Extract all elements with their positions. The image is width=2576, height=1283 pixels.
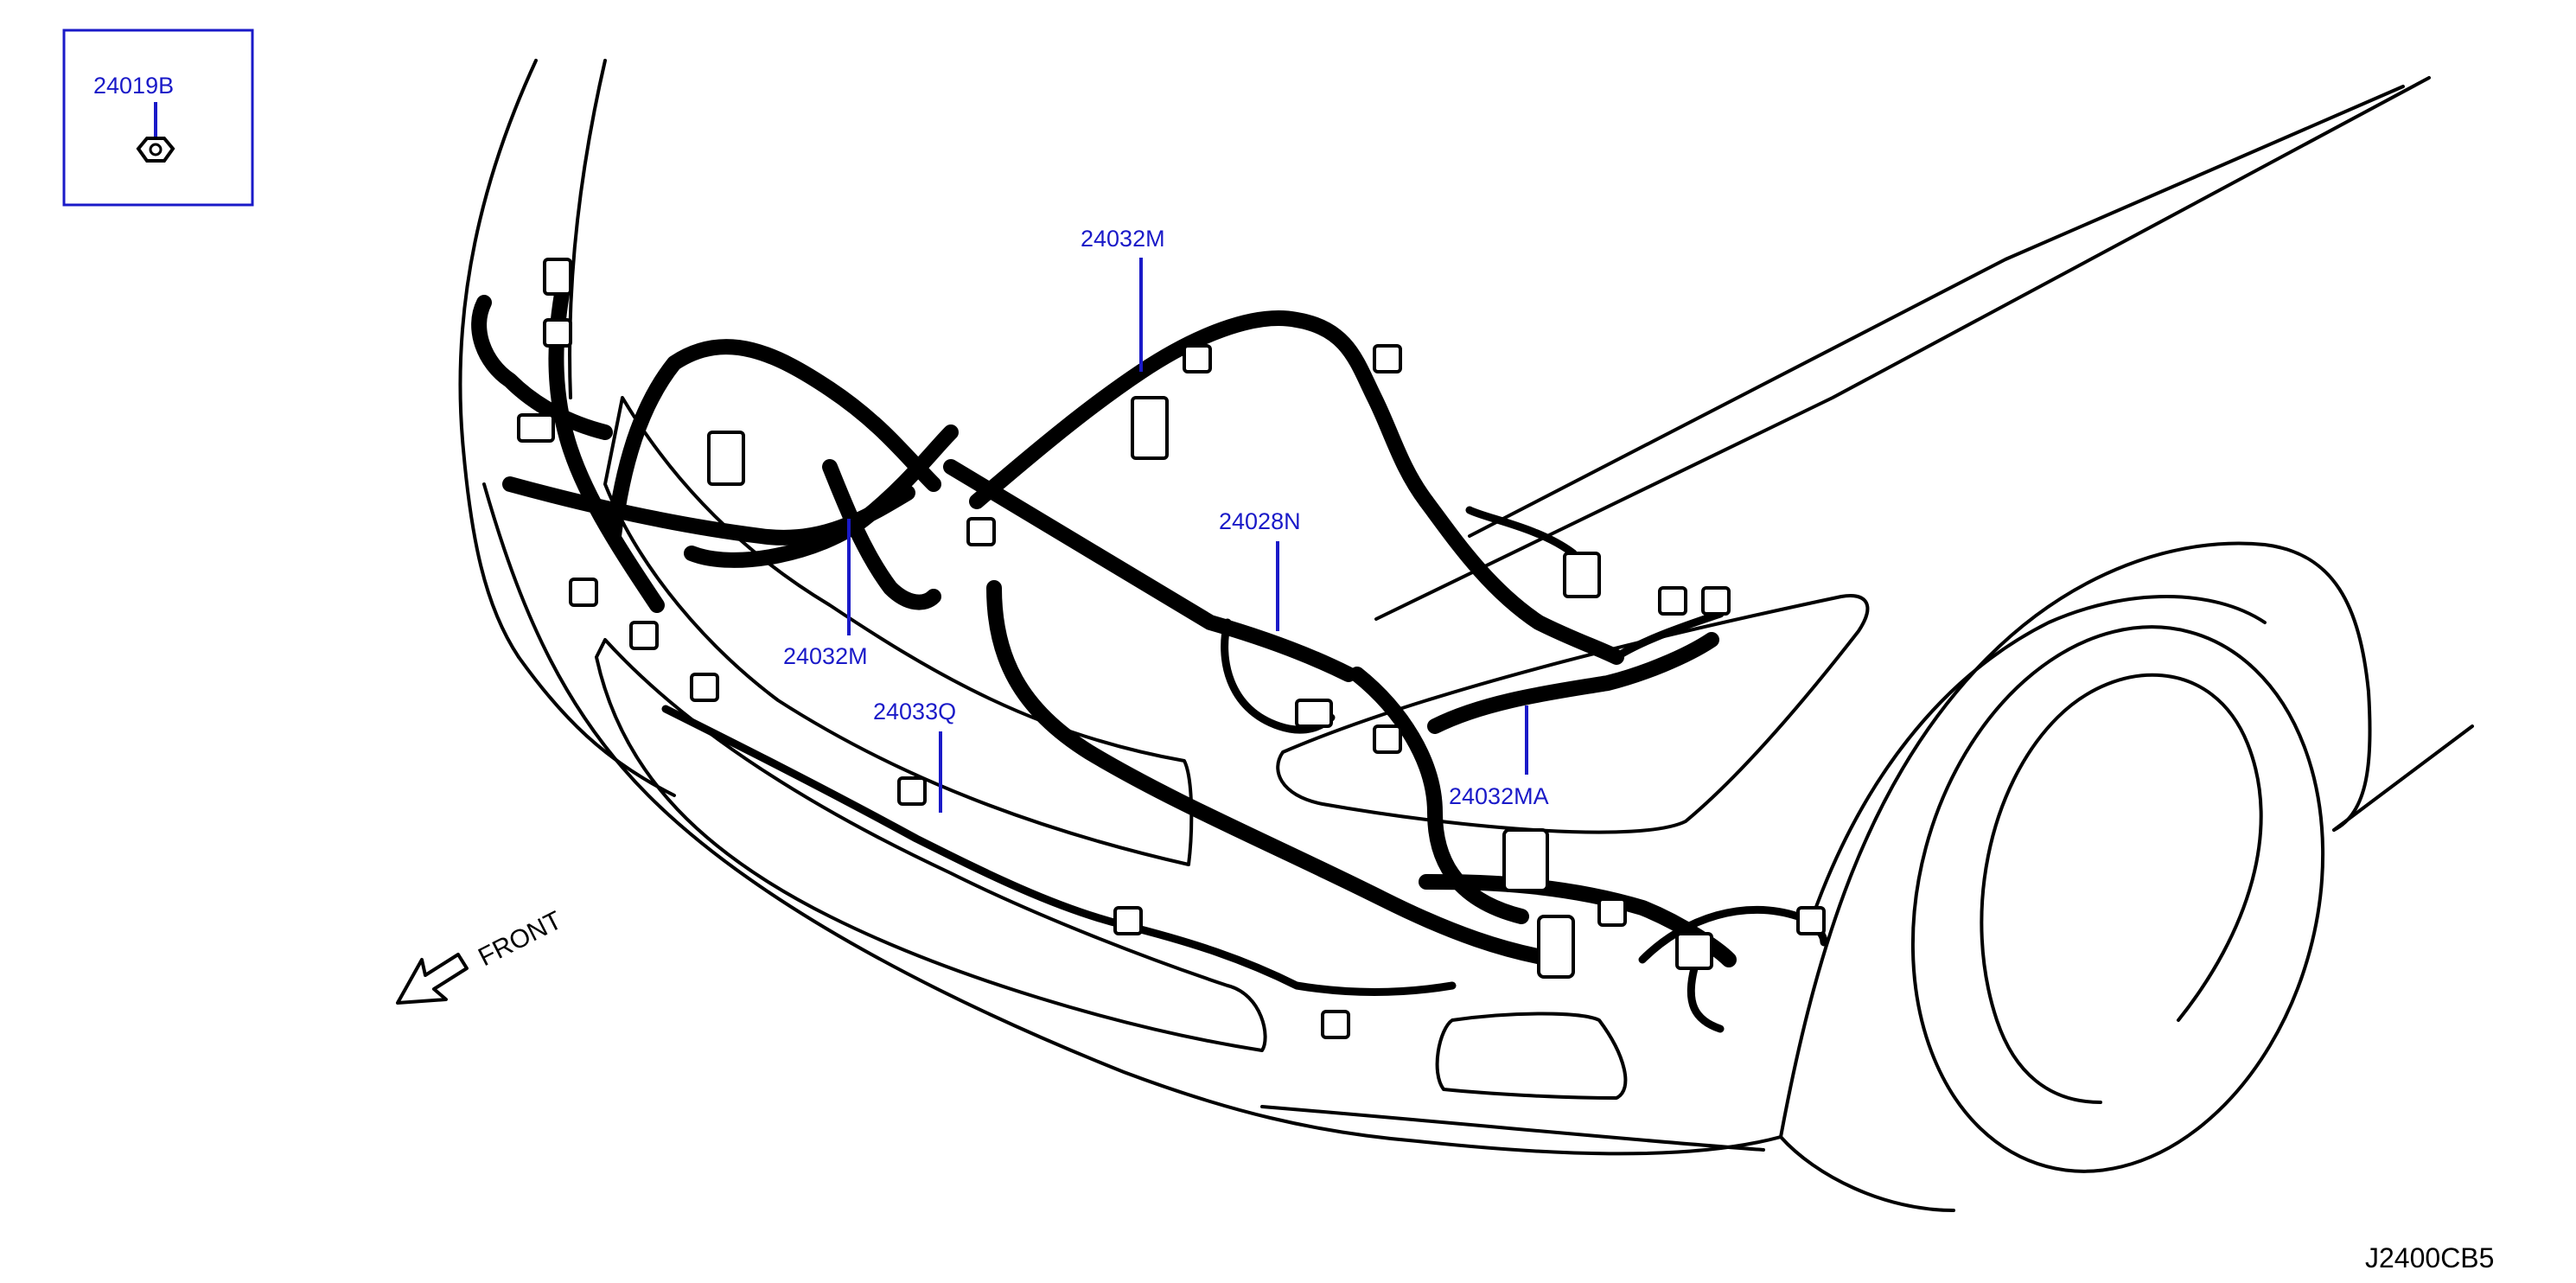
connector [690, 673, 719, 702]
reference-code: J2400CB5 [2365, 1242, 2494, 1273]
callout-24033Q: 24033Q [873, 699, 956, 813]
left-pillar-inner [568, 59, 607, 399]
callout-24028N: 24028N [1219, 508, 1301, 631]
nut-icon [136, 137, 175, 163]
car-body-outline [458, 59, 2474, 1212]
wheel-arch [1779, 541, 2372, 1139]
connector [1597, 897, 1627, 927]
hood-line [1374, 76, 2431, 621]
front-bumper [482, 482, 1782, 1156]
connector [543, 258, 572, 296]
connector [1502, 828, 1549, 892]
harness-low-branch [1687, 964, 1725, 1033]
inset-panel: 24019B [62, 29, 254, 207]
inset-frame [62, 29, 254, 207]
connector [707, 431, 745, 486]
left-pillar [458, 59, 538, 659]
wiring-harness [471, 286, 1828, 1033]
connector [1537, 915, 1575, 979]
harness-top-branch [1465, 506, 1578, 558]
callout-label: 24028N [1219, 508, 1301, 534]
callout-24032MA: 24032MA [1449, 705, 1549, 809]
front-arrow-icon [396, 953, 469, 1005]
callout-24032M-left: 24032M [783, 519, 868, 669]
harness-lower-run [986, 580, 1564, 967]
harness-right-top [1419, 494, 1624, 665]
upper-grille [603, 396, 1194, 866]
callout-24032M-top: 24032M [1081, 226, 1165, 372]
connector [569, 578, 598, 607]
harness-bumper-run [661, 705, 1457, 996]
wheel-rim [1980, 673, 2263, 1104]
connector [629, 621, 659, 650]
connector [1563, 552, 1601, 598]
connector [1113, 906, 1143, 935]
connector [543, 318, 572, 348]
harness-upper-loop [606, 339, 941, 544]
connector [1295, 699, 1333, 728]
connector [897, 776, 927, 806]
connector [1373, 344, 1402, 373]
headlamp [1276, 594, 1870, 834]
callout-label: 24033Q [873, 699, 956, 724]
harness-mid-run [943, 459, 1356, 682]
connector [1321, 1010, 1350, 1039]
connector [1131, 396, 1169, 460]
connectors [517, 258, 1826, 1039]
sill-line [2332, 724, 2474, 832]
hood-crease [1468, 85, 2405, 538]
bumper-corner [517, 655, 676, 797]
callout-label: 24032MA [1449, 783, 1549, 809]
lower-grille [595, 638, 1267, 1052]
harness-upper-branch [1612, 610, 1725, 661]
harness-center-drop [822, 459, 941, 610]
connector [1183, 344, 1212, 373]
connector [1373, 724, 1402, 754]
front-label: FRONT [474, 906, 566, 972]
harness-top-run [969, 310, 1434, 509]
connector [517, 413, 555, 443]
harness-left-vertical [471, 295, 613, 440]
bumper-lip [1260, 1105, 1765, 1152]
harness-right-mid [1427, 632, 1719, 734]
connector [1701, 586, 1731, 616]
connector [966, 517, 996, 546]
fender-inner [1805, 595, 2267, 935]
fog-lamp [1435, 1012, 1628, 1100]
connector [1658, 586, 1687, 616]
fender-bottom [1779, 1135, 1955, 1212]
inset-part-label: 24019B [93, 73, 174, 99]
front-direction-indicator: FRONT [396, 906, 566, 1005]
connector [1796, 906, 1826, 935]
connector [1675, 932, 1713, 970]
tire [1910, 625, 2325, 1173]
callout-label: 24032M [783, 643, 868, 669]
harness-right-curve [1349, 667, 1529, 924]
callout-label: 24032M [1081, 226, 1165, 252]
